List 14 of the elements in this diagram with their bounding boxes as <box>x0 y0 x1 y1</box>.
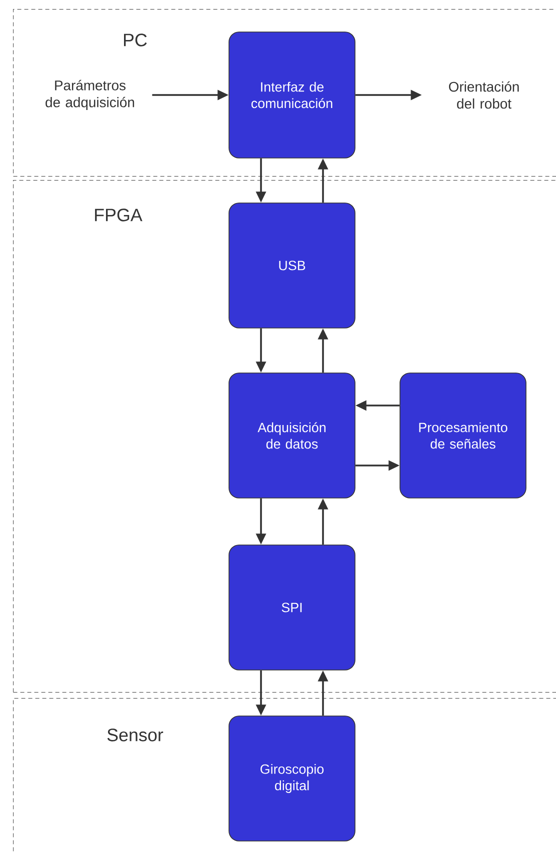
region-band <box>13 698 556 853</box>
region-heading: Sensor <box>107 728 164 742</box>
region-band <box>13 180 556 693</box>
process-box: SPI <box>228 544 356 670</box>
io-label: Parámetros de adquisición <box>46 80 134 110</box>
process-box: Interfaz de comunicación <box>228 32 356 158</box>
process-box: Giroscopio digital <box>228 716 356 842</box>
region-heading: FPGA <box>95 208 142 222</box>
process-box: Adquisición de datos <box>228 372 356 498</box>
process-box: USB <box>228 202 356 328</box>
process-box: Procesamiento de señales <box>400 372 526 498</box>
io-label: Orientación del robot <box>449 81 519 109</box>
region-band <box>13 9 556 177</box>
region-heading: PC <box>124 34 147 46</box>
